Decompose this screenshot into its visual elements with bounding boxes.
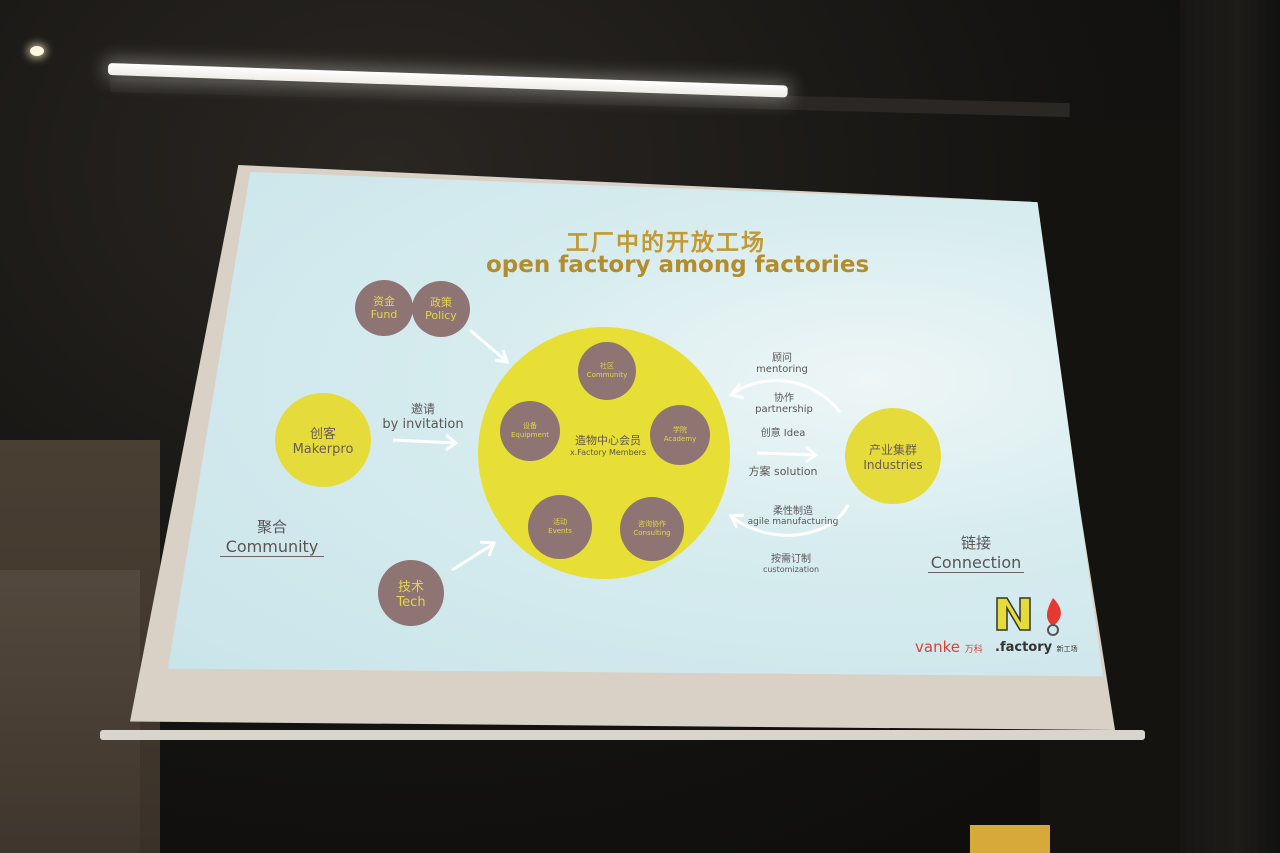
screen-bottom-bar xyxy=(100,730,1145,740)
custom-label: 按需订制 customization xyxy=(752,550,830,574)
industries-bubble: 产业集群 Industries xyxy=(845,408,941,504)
fund-en: Fund xyxy=(370,308,398,321)
tech-cn: 技术 xyxy=(397,580,424,595)
connection-cn: 链接 xyxy=(960,534,991,552)
inner-bl-cn: 活动 xyxy=(553,518,567,526)
policy-cn: 政策 xyxy=(430,296,452,309)
mentoring-cn: 顾问 xyxy=(772,353,792,364)
arrow-tech xyxy=(451,540,497,572)
vanke-logo-cn: 万科 xyxy=(964,645,983,655)
makerpro-cn: 创客 xyxy=(309,427,336,442)
tech-bubble: 技术 Tech xyxy=(378,560,444,626)
inner-br-en: Consulting xyxy=(633,529,671,537)
xfactory-logo-sub: 新工场 xyxy=(1056,645,1078,653)
fund-cn: 资金 xyxy=(373,295,395,308)
inner-equipment-bubble: 设备 Equipment xyxy=(500,401,560,461)
inner-events-bubble: 活动 Events xyxy=(528,495,592,559)
mentoring-en: mentoring xyxy=(756,364,808,375)
arrow-fund-policy xyxy=(469,328,510,364)
xfactory-logo-text: .factory xyxy=(995,640,1053,655)
makerpro-bubble: 创客 Makerpro xyxy=(275,393,371,487)
connection-label: 链接 Connection xyxy=(928,532,1024,573)
spotlight xyxy=(30,46,44,56)
inner-bl-en: Events xyxy=(548,527,572,535)
inner-right-cn: 学院 xyxy=(673,426,687,434)
flame-logo-icon xyxy=(1046,598,1061,636)
partnership-cn: 协作 xyxy=(774,393,794,404)
slide-title-en: open factory among factories xyxy=(486,252,870,278)
slide-title-cn: 工厂中的开放工场 xyxy=(566,230,766,256)
industries-en: Industries xyxy=(863,457,923,472)
partnership-label: 协作 partnership xyxy=(745,389,823,415)
inner-top-en: Community xyxy=(586,371,628,379)
invitation-cn: 邀请 xyxy=(410,402,435,416)
agile-cn: 柔性制造 xyxy=(773,506,813,517)
community-label: 聚合 Community xyxy=(220,516,324,557)
makerpro-en: Makerpro xyxy=(292,442,354,457)
wall-poster xyxy=(0,570,140,853)
invitation-en: by invitation xyxy=(382,417,464,432)
policy-bubble: 政策 Policy xyxy=(412,281,470,337)
agile-en: agile manufacturing xyxy=(747,517,839,527)
yellow-object xyxy=(970,825,1050,853)
solution-label: 方案 solution xyxy=(748,465,818,478)
policy-en: Policy xyxy=(425,309,457,322)
partnership-en: partnership xyxy=(755,404,813,415)
inner-community-bubble: 社区 Community xyxy=(578,342,636,400)
inner-left-cn: 设备 xyxy=(523,422,537,430)
center-label: 造物中心会员 x.Factory Members xyxy=(548,432,668,457)
invitation-label: 邀请 by invitation xyxy=(378,400,468,432)
fund-bubble: 资金 Fund xyxy=(355,280,413,336)
inner-left-en: Equipment xyxy=(511,431,549,439)
arrow-idea-solution xyxy=(756,445,819,464)
idea-label: 创意 Idea xyxy=(760,428,806,439)
inner-right-en: Academy xyxy=(663,435,697,443)
inner-academy-bubble: 学院 Academy xyxy=(650,405,710,465)
connection-en: Connection xyxy=(928,553,1024,573)
n-logo-icon xyxy=(996,597,1031,631)
community-cn: 聚合 xyxy=(256,518,287,536)
agile-label: 柔性制造 agile manufacturing xyxy=(745,502,841,527)
custom-en: customization xyxy=(762,565,820,574)
custom-cn: 按需订制 xyxy=(771,554,811,565)
xfactory-logo: .factory 新工场 xyxy=(995,640,1078,655)
arrow-mentoring xyxy=(728,379,842,413)
inner-consulting-bubble: 咨询协作 Consulting xyxy=(620,497,684,561)
center-cn: 造物中心会员 xyxy=(575,434,641,447)
arrow-agile xyxy=(728,504,850,537)
inner-br-cn: 咨询协作 xyxy=(638,520,666,528)
right-pillar xyxy=(1180,0,1280,853)
community-en: Community xyxy=(220,537,324,557)
arrow-invitation xyxy=(392,433,459,452)
vanke-logo: vanke 万科 xyxy=(915,638,983,656)
center-en: x.Factory Members xyxy=(569,448,647,457)
tech-en: Tech xyxy=(396,595,426,610)
vanke-logo-text: vanke xyxy=(915,638,960,656)
industries-cn: 产业集群 xyxy=(868,442,917,457)
mentoring-label: 顾问 mentoring xyxy=(742,349,822,375)
inner-top-cn: 社区 xyxy=(600,362,614,370)
